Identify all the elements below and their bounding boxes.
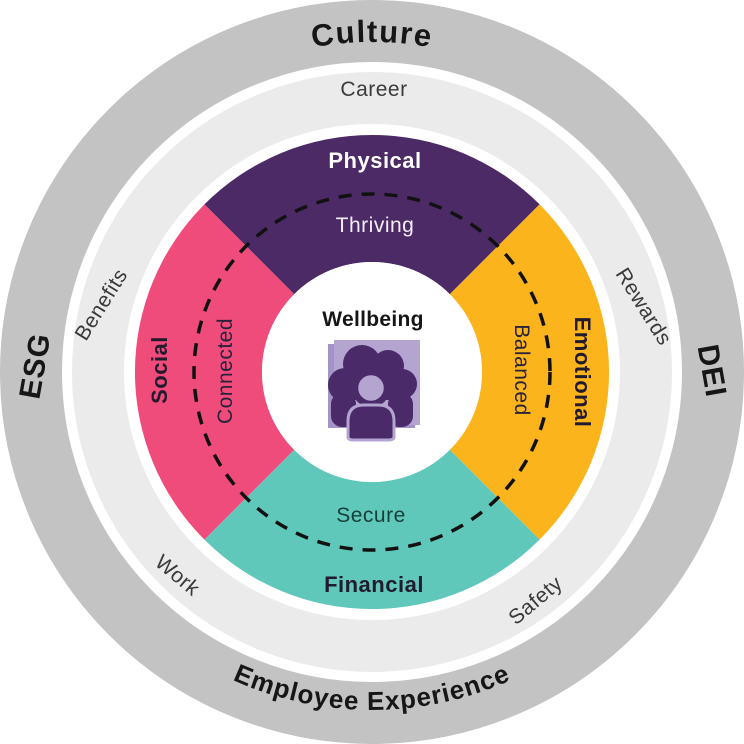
people-idea-icon [328, 340, 420, 442]
state-label-connected: Connected [214, 317, 237, 425]
quadrant-emotional [449, 204, 610, 540]
quadrant-label-emotional: Emotional [570, 316, 595, 428]
practice-label-career: Career [340, 78, 408, 101]
icon-head [351, 368, 391, 408]
quadrant-label-physical: Physical [328, 148, 422, 173]
outer-ring-label-culture: Culture [309, 14, 434, 54]
icon-person-center [346, 403, 396, 442]
dashed-circle [192, 192, 552, 552]
icon-rays [338, 353, 404, 390]
quadrant-physical [204, 134, 540, 295]
state-label-balanced: Balanced [510, 324, 533, 416]
quadrant-social [134, 204, 295, 540]
state-label-thriving: Thriving [335, 214, 415, 237]
quadrant-label-financial: Financial [324, 572, 424, 597]
quadrant-label-social: Social [147, 336, 172, 404]
center-title: Wellbeing [322, 308, 424, 331]
state-label-secure: Secure [336, 504, 406, 527]
quadrant-financial [204, 449, 540, 610]
svg-text:Culture: Culture [309, 14, 436, 54]
practices-ring [72, 72, 672, 672]
